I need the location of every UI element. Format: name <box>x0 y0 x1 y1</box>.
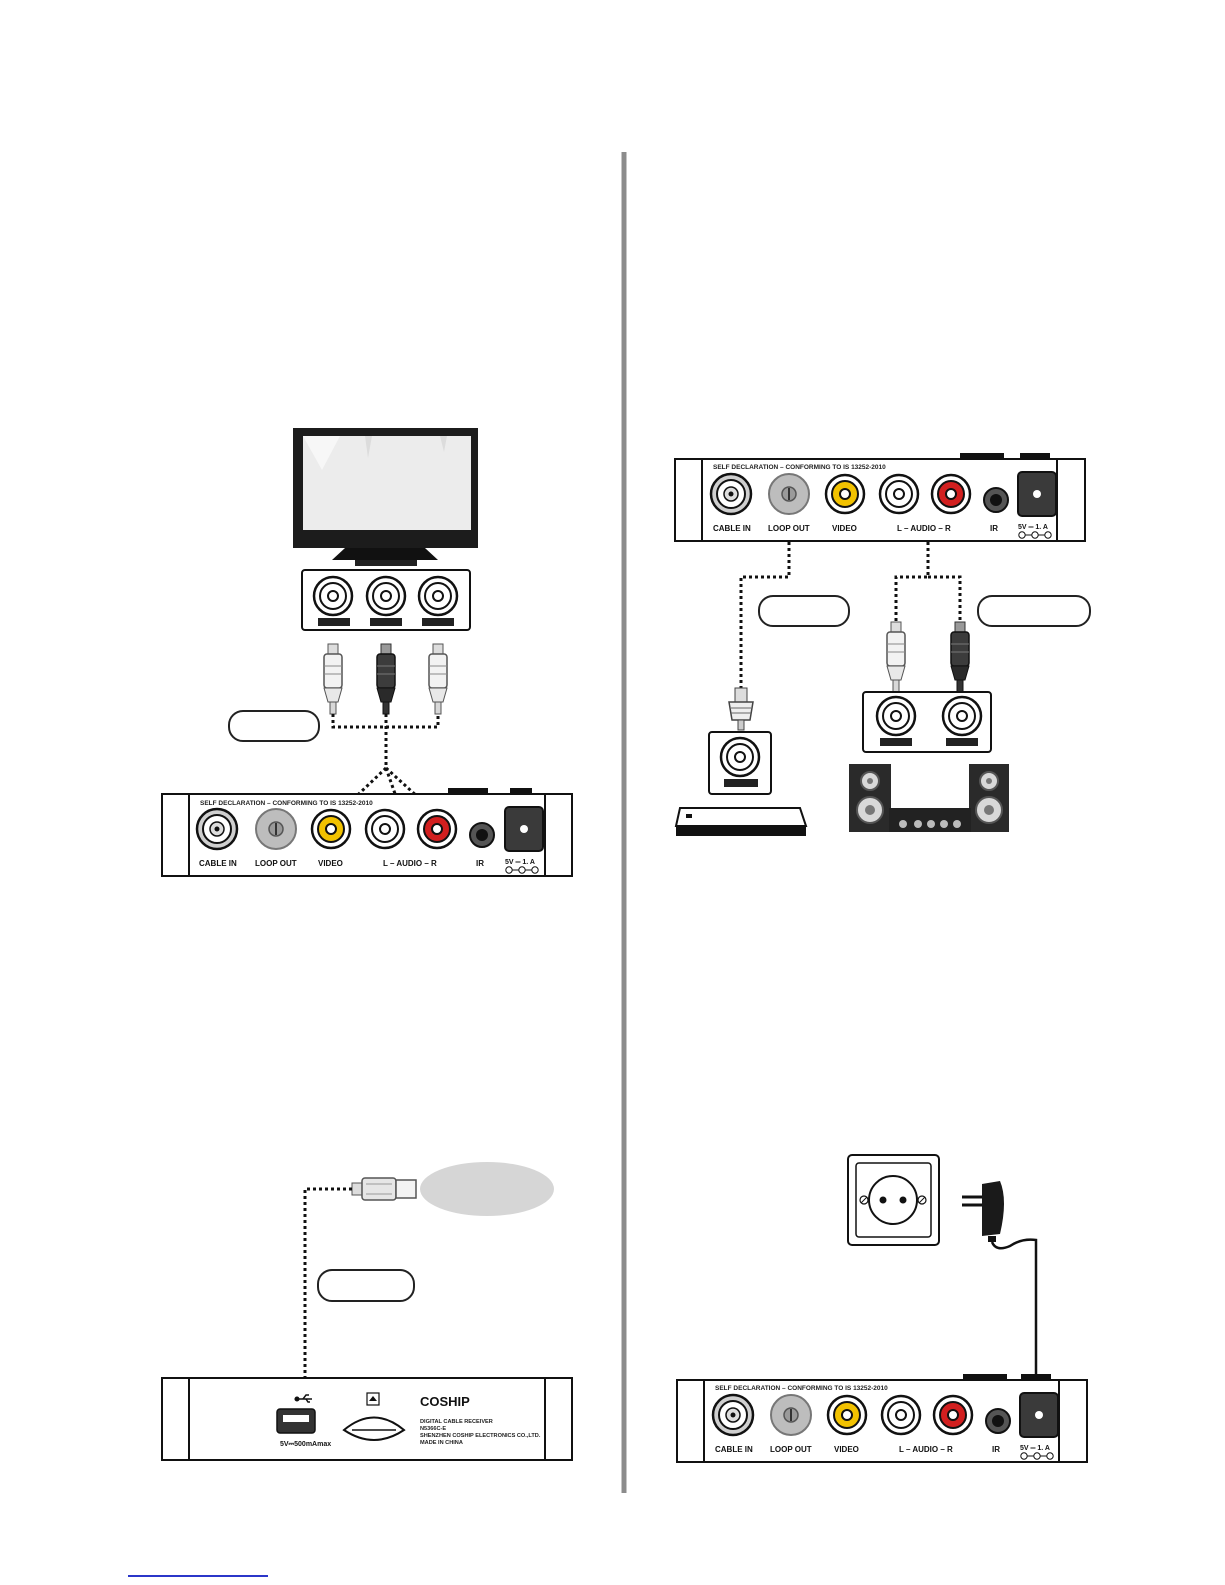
cable-in-label: CABLE IN <box>713 524 751 533</box>
rca-plug-white-icon <box>323 643 343 715</box>
video-label: VIDEO <box>832 524 857 533</box>
television-icon <box>293 428 478 566</box>
power-adapter-icon <box>962 1181 1038 1395</box>
settop-input-panel <box>708 731 772 795</box>
cable-label-pill <box>317 1269 415 1302</box>
product-line-2: N5366C-E <box>420 1426 446 1432</box>
brand-logo-text: COSHIP <box>420 1394 470 1409</box>
loop-out-label: LOOP OUT <box>255 859 297 868</box>
receiver-rear-panel: SELF DECLARATION – CONFORMING TO IS 1325… <box>676 1374 1088 1463</box>
receiver-rear-panel: SELF DECLARATION – CONFORMING TO IS 1325… <box>674 453 1086 542</box>
self-declaration-text: SELF DECLARATION – CONFORMING TO IS 1325… <box>713 464 886 471</box>
self-declaration-text: SELF DECLARATION – CONFORMING TO IS 1325… <box>715 1385 888 1392</box>
amplifier-input-panel <box>862 691 992 753</box>
product-line-1: DIGITAL CABLE RECEIVER <box>420 1419 493 1425</box>
card-slot <box>342 1392 406 1441</box>
video-label: VIDEO <box>834 1445 859 1454</box>
av-cable <box>331 714 440 810</box>
usb-connection-diagram <box>303 1162 554 1388</box>
usb-plug-icon <box>351 1177 417 1201</box>
audio-label: L – AUDIO – R <box>383 859 437 868</box>
cable-in-label: CABLE IN <box>715 1445 753 1454</box>
usb-device-ellipse <box>420 1162 554 1216</box>
loop-out-connection <box>674 542 1091 836</box>
power-label: 5V ═ 1. A <box>1020 1445 1050 1452</box>
self-declaration-text: SELF DECLARATION – CONFORMING TO IS 1325… <box>200 800 373 807</box>
speaker-system-icon <box>849 764 1009 832</box>
video-label: VIDEO <box>318 859 343 868</box>
tv-connection-diagram <box>228 428 478 810</box>
loop-out-label: LOOP OUT <box>770 1445 812 1454</box>
audio-label: L – AUDIO – R <box>899 1445 953 1454</box>
usb-rating-label: 5V⎓500mAmax <box>280 1441 331 1448</box>
wall-outlet-icon <box>847 1154 940 1246</box>
cable-label-pill <box>758 595 850 627</box>
cable-label-pill <box>977 595 1091 627</box>
loop-out-label: LOOP OUT <box>768 524 810 533</box>
ir-label: IR <box>990 524 998 533</box>
rca-plug-white-icon <box>886 621 906 693</box>
rca-plug-white-icon <box>428 643 448 715</box>
audio-cable <box>894 542 962 624</box>
power-connection-diagram <box>847 1154 1038 1395</box>
rf-cable <box>739 542 791 688</box>
power-label: 5V ═ 1. A <box>1018 524 1048 531</box>
ir-label: IR <box>476 859 484 868</box>
receiver-front-panel: 5V⎓500mAmax COSHIP DIGITAL CABLE RECEIVE… <box>161 1377 573 1461</box>
cable-in-label: CABLE IN <box>199 859 237 868</box>
receiver-rear-panel: SELF DECLARATION – CONFORMING TO IS 1325… <box>161 788 573 877</box>
ir-label: IR <box>992 1445 1000 1454</box>
rca-plug-black-icon <box>376 643 396 715</box>
product-line-3: SHENZHEN COSHIP ELECTRONICS CO.,LTD. <box>420 1433 541 1439</box>
f-connector-icon <box>728 687 754 731</box>
tv-input-panel <box>301 569 471 631</box>
rca-plug-black-icon <box>950 621 970 693</box>
product-line-4: MADE IN CHINA <box>420 1440 463 1446</box>
audio-label: L – AUDIO – R <box>897 524 951 533</box>
usb-port <box>276 1408 316 1434</box>
power-label: 5V ═ 1. A <box>505 859 535 866</box>
footer-link-underline[interactable] <box>128 1575 268 1577</box>
cable-label-pill <box>228 710 320 742</box>
usb-symbol-icon <box>294 1394 312 1403</box>
set-top-box-icon <box>674 807 808 836</box>
